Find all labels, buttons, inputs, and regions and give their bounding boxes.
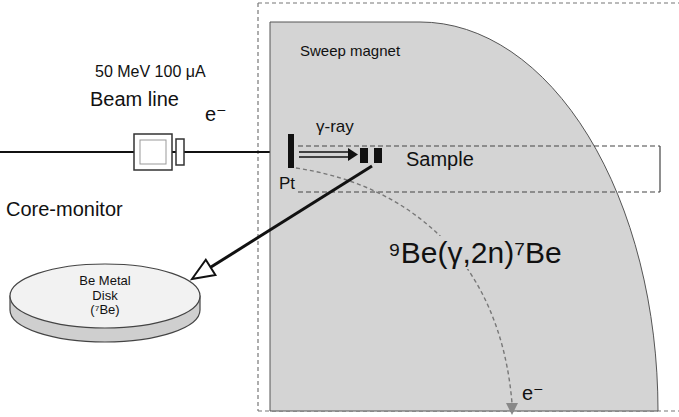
text-holder: e⁻ xyxy=(522,382,544,405)
text-holder: ⁹Be(γ,2n)⁷Be xyxy=(385,236,565,271)
text-holder: Sweep magnet xyxy=(300,42,400,60)
text-holder: e⁻ xyxy=(205,103,227,126)
frame-edge xyxy=(257,3,258,411)
sample-label: Sample xyxy=(404,148,476,170)
sample-piece xyxy=(360,148,368,163)
text-holder: Beam line xyxy=(90,88,179,111)
electron-path xyxy=(296,168,512,403)
text-holder: Be Metal Disk(⁷Be) xyxy=(8,274,202,319)
core-monitor-flange xyxy=(176,139,184,165)
text-holder: Core-monitor xyxy=(6,198,123,221)
isotope-label: (⁷Be) xyxy=(90,303,119,318)
text-holder: Sample xyxy=(404,148,476,171)
beam-region-lines xyxy=(298,146,660,192)
sample-piece xyxy=(374,148,382,163)
core-monitor-label: Core-monitor xyxy=(6,198,123,220)
reaction-formula: ⁹Be(γ,2n)⁷Be xyxy=(385,236,565,269)
region-dashed-line xyxy=(298,191,660,192)
disk-top xyxy=(10,264,200,328)
sample-pointer xyxy=(211,166,372,267)
region-bracket xyxy=(659,146,660,192)
be-metal-disk: Be Metal Disk(⁷Be) xyxy=(8,262,202,344)
sweep-magnet: Sweep magnet ⁹Be(γ,2n)⁷Be xyxy=(270,22,658,411)
beam-spec: 50 MeV 100 μA xyxy=(95,63,206,80)
target-label: Pt xyxy=(279,174,295,193)
beam-line-label: Beam line xyxy=(90,88,179,110)
core-monitor-detail xyxy=(140,140,166,164)
pt-target xyxy=(288,134,294,168)
text-holder: Pt xyxy=(279,174,295,194)
sample-pointer-head xyxy=(192,260,215,279)
magnet-name: Sweep magnet xyxy=(300,42,400,59)
magnet-shape xyxy=(270,22,658,411)
particle-label: e⁻ xyxy=(522,382,544,404)
dashed-frame xyxy=(258,3,679,411)
region-dashed-line xyxy=(298,145,660,146)
text-holder: γ-ray xyxy=(316,117,354,137)
gamma-ray-line xyxy=(299,151,350,153)
frame-edge xyxy=(258,2,679,3)
electron-arrowhead xyxy=(506,403,518,415)
gamma-ray-arrowhead xyxy=(348,148,358,161)
text-holder: 50 MeV 100 μA xyxy=(95,63,206,81)
core-monitor-body xyxy=(134,134,172,170)
disk-label: Be Metal Disk xyxy=(66,274,144,304)
gamma-ray-line xyxy=(299,156,350,158)
particle-label: e⁻ xyxy=(205,103,227,125)
gamma-label: γ-ray xyxy=(316,117,354,136)
magnet-outline xyxy=(270,22,658,411)
